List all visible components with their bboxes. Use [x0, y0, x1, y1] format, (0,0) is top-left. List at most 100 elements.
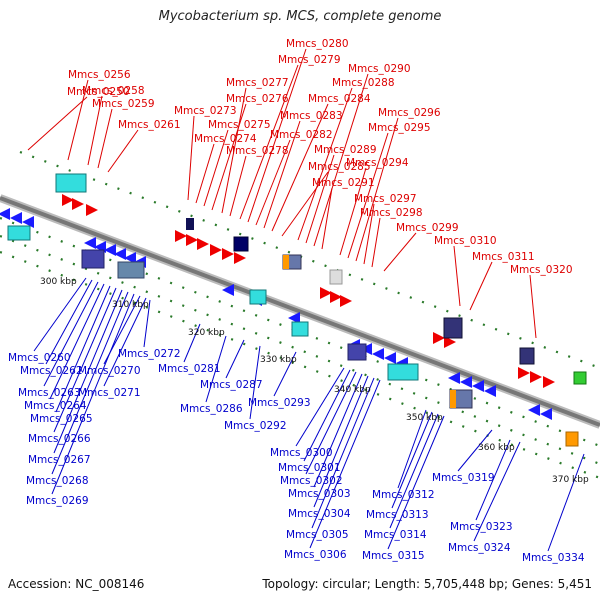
kbp-tick-label: 350 kbp — [406, 413, 443, 423]
reverse-gene-arrow — [0, 208, 10, 220]
forward-label-leader — [529, 274, 537, 339]
forward-gene-label: Mmcs_0278 — [226, 145, 289, 157]
forward-gene-arrow — [72, 198, 84, 210]
reverse-gene-label: Mmcs_0323 — [450, 521, 513, 533]
dark-feature-block — [443, 317, 463, 339]
reverse-gene-label: Mmcs_0319 — [432, 472, 495, 484]
reverse-gene-arrow — [104, 244, 116, 256]
grey-feature-block — [329, 269, 343, 285]
multi-domain-feature-block — [347, 343, 367, 361]
kbp-tick-label: 360 kbp — [478, 443, 515, 453]
forward-gene-label: Mmcs_0296 — [378, 107, 441, 119]
reverse-gene-arrow — [114, 248, 126, 260]
forward-label-leader — [305, 154, 335, 244]
forward-label-leader — [229, 155, 247, 217]
reverse-gene-label: Mmcs_0267 — [28, 454, 91, 466]
forward-label-leader — [211, 103, 247, 211]
reverse-gene-label: Mmcs_0269 — [26, 495, 89, 507]
gene-features — [0, 173, 587, 447]
forward-gene-label: Mmcs_0250 — [67, 86, 130, 98]
forward-label-leader — [195, 143, 215, 204]
reverse-label-leader — [313, 375, 369, 508]
reverse-gene-label: Mmcs_0302 — [280, 475, 343, 487]
reverse-gene-label: Mmcs_0314 — [364, 529, 427, 541]
reverse-gene-arrow — [288, 312, 300, 324]
reverse-gene-arrow — [10, 212, 22, 224]
reverse-label-leader — [53, 289, 123, 454]
dark-feature-block — [233, 236, 249, 252]
forward-gene-arrow — [62, 194, 74, 206]
reverse-label-leader — [391, 411, 433, 509]
kbp-tick-label: 340 kbp — [334, 385, 371, 395]
forward-gene-label: Mmcs_0275 — [208, 119, 271, 131]
forward-gene-arrow — [330, 291, 342, 303]
orange-feature-segment — [283, 255, 289, 269]
forward-gene-label: Mmcs_0295 — [368, 122, 431, 134]
reverse-gene-label: Mmcs_0270 — [78, 365, 141, 377]
reverse-gene-label: Mmcs_0301 — [278, 462, 341, 474]
forward-gene-label: Mmcs_0273 — [174, 105, 237, 117]
dark-feature-block — [519, 347, 535, 365]
forward-gene-label: Mmcs_0261 — [118, 119, 181, 131]
reverse-label-leader — [143, 299, 151, 348]
forward-gene-arrow — [197, 238, 209, 250]
multi-domain-feature-block — [117, 261, 145, 279]
forward-gene-label: Mmcs_0289 — [314, 144, 377, 156]
reverse-label-leader — [225, 339, 245, 379]
cyan-feature-block — [7, 225, 31, 241]
reverse-label-leader — [309, 379, 381, 549]
forward-gene-label: Mmcs_0279 — [278, 54, 341, 66]
reverse-label-leader — [205, 335, 227, 403]
forward-label-leader — [453, 245, 461, 307]
forward-label-leader — [203, 129, 229, 207]
forward-label-leader — [271, 103, 329, 232]
green-feature-block — [573, 371, 587, 385]
forward-label-leader — [339, 167, 367, 256]
inner-upper-tick-row — [0, 216, 600, 448]
reverse-label-leader — [33, 277, 87, 352]
reverse-label-leader — [43, 281, 99, 387]
reverse-gene-label: Mmcs_0265 — [30, 413, 93, 425]
reverse-gene-arrow — [124, 252, 136, 264]
reverse-gene-arrow — [484, 385, 496, 397]
forward-gene-label: Mmcs_0310 — [434, 235, 497, 247]
orange-feature-segment — [450, 390, 456, 408]
forward-gene-arrow — [543, 376, 555, 388]
forward-gene-arrow — [222, 248, 234, 260]
reverse-gene-arrow — [540, 408, 552, 420]
reverse-gene-arrow — [472, 380, 484, 392]
reverse-label-leader — [249, 345, 261, 420]
forward-gene-label: Mmcs_0291 — [312, 177, 375, 189]
forward-label-leader — [371, 217, 381, 268]
forward-gene-label: Mmcs_0282 — [270, 129, 333, 141]
reverse-gene-label: Mmcs_0262 — [20, 365, 83, 377]
forward-label-leader — [355, 117, 399, 262]
kbp-tick-label: 370 kbp — [552, 475, 589, 485]
forward-label-leader — [255, 139, 291, 226]
inner-lower-tick-row — [0, 234, 600, 466]
forward-label-leader — [281, 171, 329, 237]
forward-gene-label: Mmcs_0259 — [92, 98, 155, 110]
reverse-label-leader — [305, 371, 357, 475]
forward-label-leader — [263, 120, 301, 229]
forward-label-leader — [469, 261, 493, 311]
gene-labels: Mmcs_0250Mmcs_0256Mmcs_0258Mmcs_0259Mmcs… — [8, 38, 585, 564]
reverse-gene-label: Mmcs_0304 — [288, 508, 351, 520]
reverse-gene-label: Mmcs_0313 — [366, 509, 429, 521]
forward-gene-arrow — [210, 244, 222, 256]
reverse-gene-arrow — [448, 372, 460, 384]
reverse-gene-label: Mmcs_0264 — [24, 400, 87, 412]
forward-label-leader — [239, 64, 299, 220]
forward-label-leader — [221, 87, 247, 214]
reverse-label-leader — [55, 285, 111, 413]
reverse-label-leader — [387, 415, 445, 550]
forward-label-leader — [87, 95, 103, 166]
genome-backbone — [0, 196, 600, 427]
forward-gene-label: Mmcs_0320 — [510, 264, 573, 276]
reverse-gene-label: Mmcs_0303 — [288, 488, 351, 500]
reverse-label-leader — [475, 439, 511, 521]
forward-gene-arrow — [340, 295, 352, 307]
reverse-gene-arrow — [384, 352, 396, 364]
forward-gene-arrow — [186, 234, 198, 246]
